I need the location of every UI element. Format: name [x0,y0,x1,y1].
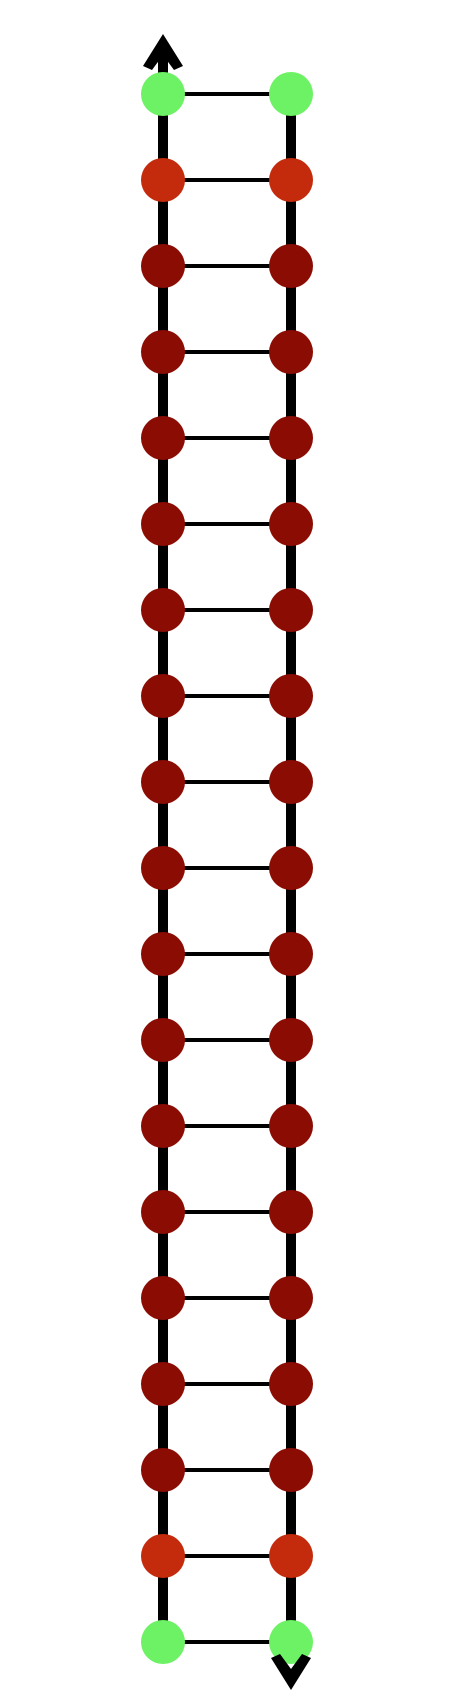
down-arrow-icon [271,1654,311,1690]
left-node [141,158,185,202]
left-node [141,330,185,374]
right-node [269,1018,313,1062]
left-node [141,1534,185,1578]
left-node [141,1276,185,1320]
left-node [141,1362,185,1406]
left-node [141,1190,185,1234]
left-node [141,846,185,890]
ladder-arrows [143,34,311,1690]
right-node [269,330,313,374]
right-node [269,502,313,546]
left-node [141,588,185,632]
left-node [141,416,185,460]
right-node [269,932,313,976]
left-node [141,760,185,804]
left-node [141,1018,185,1062]
right-node [269,588,313,632]
ladder-rails [158,48,296,1660]
left-node [141,72,185,116]
right-node [269,1104,313,1148]
right-node [269,1190,313,1234]
right-node [269,72,313,116]
right-node [269,674,313,718]
ladder-nodes [141,72,313,1664]
left-node [141,1620,185,1664]
right-node [269,760,313,804]
right-node [269,1276,313,1320]
left-node [141,244,185,288]
up-arrow-icon [143,34,183,70]
right-node [269,244,313,288]
left-node [141,1104,185,1148]
left-node [141,674,185,718]
right-node [269,158,313,202]
right-node [269,1448,313,1492]
right-node [269,846,313,890]
left-node [141,932,185,976]
right-node [269,416,313,460]
right-node [269,1534,313,1578]
left-node [141,502,185,546]
right-node [269,1362,313,1406]
left-node [141,1448,185,1492]
right-node [269,1620,313,1664]
